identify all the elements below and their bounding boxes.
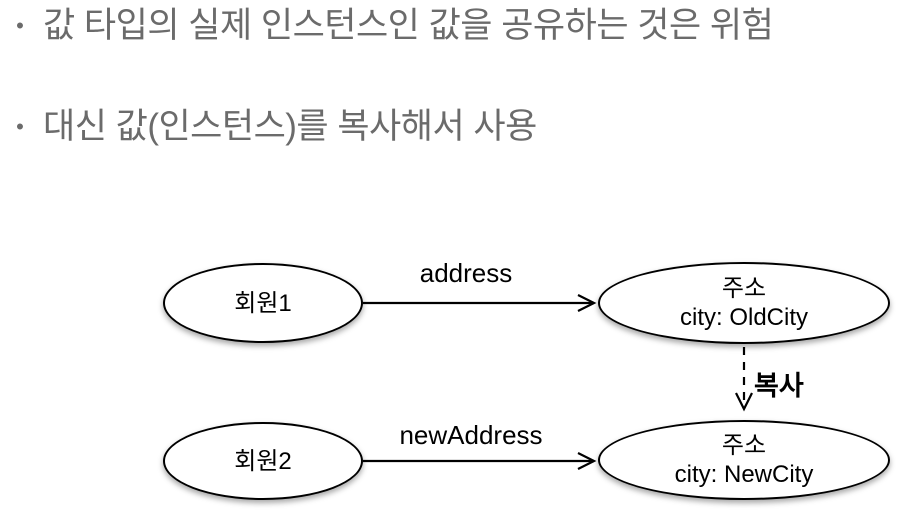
edge-label-address: address xyxy=(419,258,513,288)
node-label: 회원2 xyxy=(234,447,292,475)
node-member1: 회원1 xyxy=(163,263,363,343)
node-subtitle: city: OldCity xyxy=(679,304,808,331)
bullet-text: 값 타입의 실제 인스턴스인 값을 공유하는 것은 위험 xyxy=(43,6,774,45)
node-member2: 회원2 xyxy=(163,422,363,500)
bullet-item-share-danger: • 값 타입의 실제 인스턴스인 값을 공유하는 것은 위험 xyxy=(12,2,774,50)
bullet-text: 대신 값(인스턴스)를 복사해서 사용 xyxy=(43,107,537,146)
bullet-marker-icon: • xyxy=(16,114,24,139)
bullet-item-copy-instead: • 대신 값(인스턴스)를 복사해서 사용 xyxy=(12,103,537,151)
edge-label-copy: 복사 xyxy=(754,371,804,401)
edge-label-new-address: newAddress xyxy=(399,420,543,450)
node-subtitle: city: NewCity xyxy=(674,461,814,488)
node-title: 주소 xyxy=(721,432,767,459)
node-address-oldcity: 주소 city: OldCity xyxy=(598,262,890,344)
bullet-marker-icon: • xyxy=(16,13,24,38)
node-title: 주소 xyxy=(721,275,767,302)
node-address-newcity: 주소 city: NewCity xyxy=(598,420,890,500)
node-label: 회원1 xyxy=(234,289,292,317)
